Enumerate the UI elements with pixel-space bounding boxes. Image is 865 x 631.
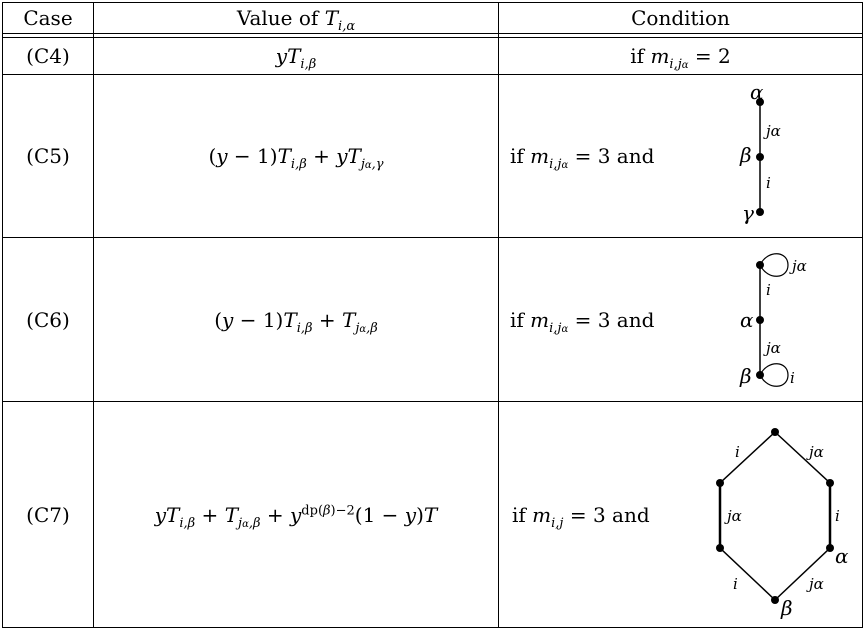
row-c7-value: yTi,β + Tjα,β + ydp(β)−2(1 − y)T (154, 502, 438, 531)
row-c5-condition: if mi,jα = 3 and (510, 144, 655, 172)
condition-and: and (612, 502, 650, 527)
label-i-bottom-left: i (733, 575, 738, 593)
label-j-alpha-loop: jα (789, 257, 807, 275)
label-i-right: i (835, 507, 840, 525)
node-dot (756, 153, 764, 161)
label-j-alpha-top-right: jα (806, 443, 824, 461)
label-beta: β (780, 596, 793, 620)
header-value-math: Ti,α (324, 6, 356, 34)
case-label: (C4) (26, 44, 70, 68)
column-divider (498, 2, 499, 628)
row-c7-condition: if mi,j = 3 and (512, 502, 650, 531)
label-gamma: γ (742, 201, 754, 225)
label-alpha: α (750, 80, 764, 104)
header-condition: Condition (499, 3, 862, 33)
header-value: Value of Ti,α (94, 3, 498, 33)
node-dot (771, 428, 779, 436)
header-case: Case (3, 3, 93, 33)
diagram-c7: i jα jα i α i jα β (716, 428, 849, 620)
label-i-top-left: i (735, 443, 740, 461)
condition-if: if (512, 502, 526, 527)
table-header-divider (2, 33, 862, 34)
node-dot (716, 479, 724, 487)
diagram-c6: jα i α jα β i (739, 253, 807, 388)
node-dot (756, 208, 764, 216)
row-c5-case: (C5) (3, 75, 93, 237)
row-c4-condition: if mi,jα = 2 (630, 44, 731, 72)
diagram-c5: α β γ jα i (739, 80, 781, 225)
case-label: (C5) (26, 144, 70, 168)
label-i: i (766, 281, 771, 299)
label-beta: β (739, 143, 752, 167)
row-divider (2, 237, 862, 238)
row-c4-case: (C4) (3, 38, 93, 74)
node-dot (826, 479, 834, 487)
row-divider (2, 401, 862, 402)
column-divider (93, 2, 94, 628)
label-beta: β (739, 364, 752, 388)
node-dot (771, 596, 779, 604)
row-c5-value: (y − 1)Ti,β + yTjα,γ (208, 144, 384, 172)
condition-if: if (510, 144, 524, 168)
condition-and: and (616, 307, 655, 332)
row-c4-value: yTi,β (275, 44, 317, 72)
row-c6-case: (C6) (3, 238, 93, 401)
row-c6-value: (y − 1)Ti,β + Tjα,β (214, 307, 378, 336)
label-j-alpha: jα (763, 122, 781, 140)
table-header-divider-double (2, 37, 862, 38)
node-dot (716, 544, 724, 552)
row-c7-case: (C7) (3, 402, 93, 627)
node-dot (826, 544, 834, 552)
table-border-top (2, 2, 862, 3)
label-j-alpha-bottom-right: jα (806, 575, 824, 593)
loop-top (759, 253, 789, 277)
header-condition-label: Condition (631, 6, 730, 30)
table-border-bottom (2, 627, 862, 628)
row-c6-condition: if mi,jα = 3 and (510, 307, 655, 336)
condition-if: if (630, 44, 645, 68)
label-i: i (766, 174, 771, 192)
condition-and: and (616, 144, 655, 168)
condition-if: if (510, 307, 524, 332)
table-border-right (862, 2, 863, 628)
node-dot (756, 98, 764, 106)
header-case-label: Case (23, 6, 73, 30)
node-dot (756, 316, 764, 324)
header-value-label: Value of (236, 6, 319, 30)
table-border-left (2, 2, 3, 628)
label-j-alpha-left: jα (724, 507, 742, 525)
label-alpha: α (740, 308, 754, 332)
case-label: (C7) (26, 502, 70, 527)
label-alpha: α (835, 544, 849, 568)
loop-bottom (759, 363, 789, 387)
label-j-alpha: jα (763, 339, 781, 357)
row-divider (2, 74, 862, 75)
case-label: (C6) (26, 307, 70, 332)
label-i-loop: i (790, 369, 795, 387)
